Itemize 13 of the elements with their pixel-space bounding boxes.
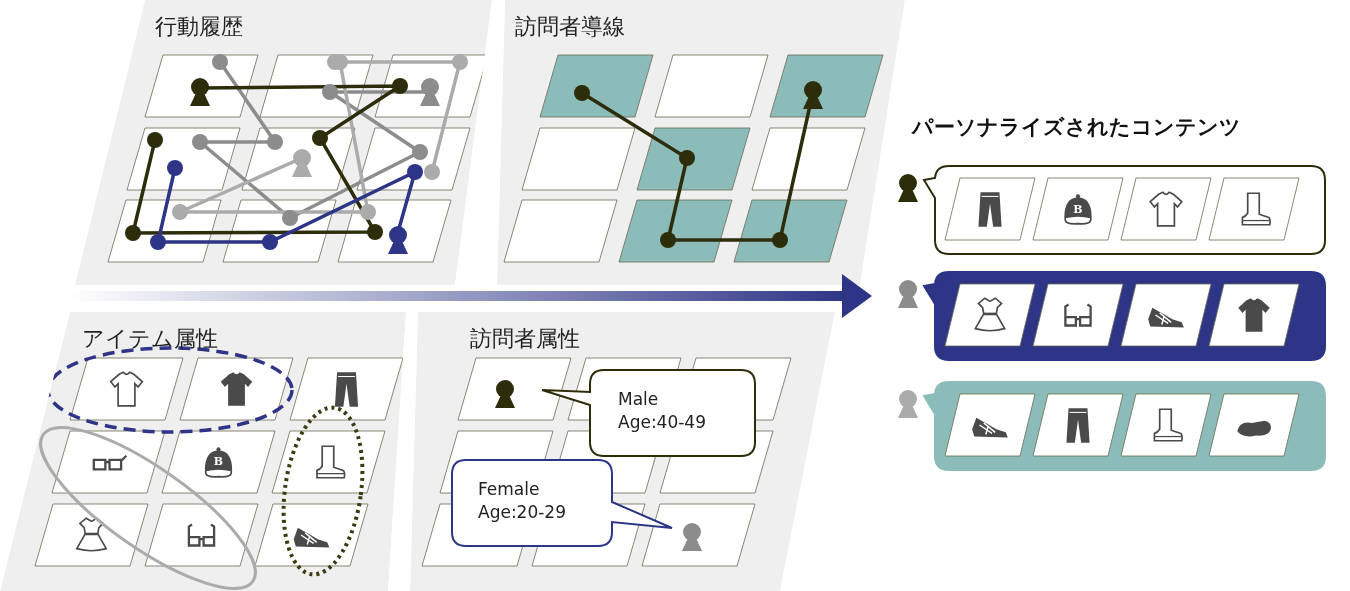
panel-heading: アイテム属性 [82,325,218,353]
panel [0,312,406,591]
panel-heading: 行動履歴 [155,13,243,41]
speech-bubble-text: Female Age:20-29 [478,478,567,524]
cap-letter: B [213,454,224,468]
section-heading: パーソナライズされたコンテンツ [912,114,1241,141]
panel-heading: 訪問者属性 [470,325,580,353]
panel [410,312,835,591]
cap-letter: B [1073,202,1083,216]
panel [75,0,492,285]
panel [497,0,905,285]
panel-heading: 訪問者導線 [515,13,625,41]
speech-bubble-text: Male Age:40-49 [618,388,707,434]
